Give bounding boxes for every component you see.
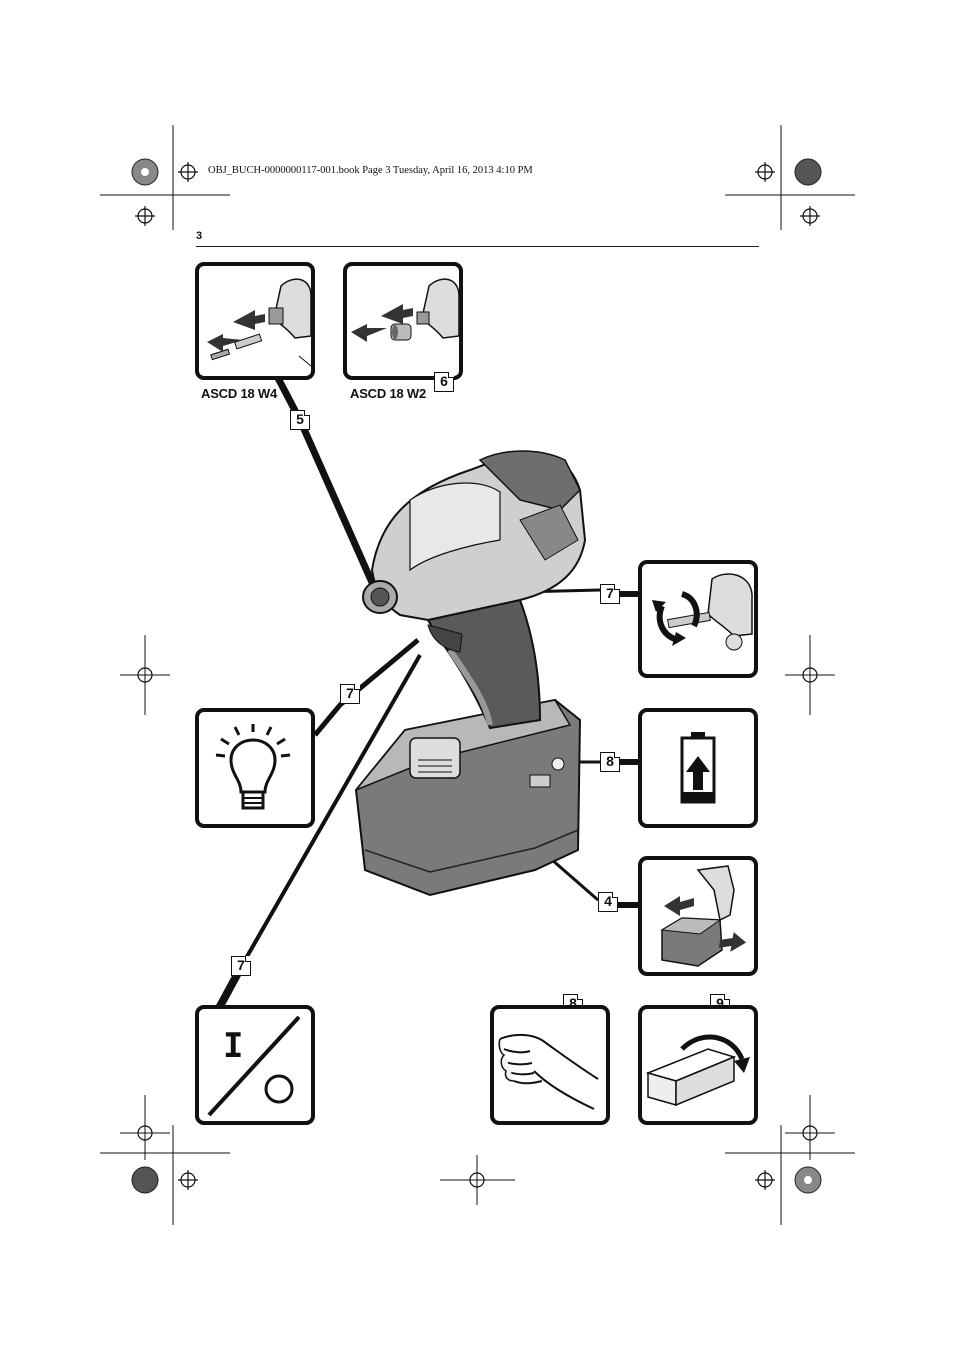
- page-number: 3: [196, 230, 203, 242]
- header-rule: [196, 246, 759, 247]
- callout-7-lamp: 7: [340, 684, 360, 704]
- model-label-w2: ASCD 18 W2: [350, 386, 427, 401]
- box-open-icon: [645, 1034, 750, 1107]
- bit-holder-panel: [195, 262, 315, 380]
- switch-panel: I O: [195, 1005, 315, 1125]
- battery-removal-illustration: [660, 865, 747, 967]
- rotation-panel: [638, 560, 758, 678]
- lightbulb-icon: [215, 724, 291, 810]
- model-label-w4: ASCD 18 W4: [201, 386, 278, 401]
- packaging-panel: [638, 1005, 758, 1125]
- socket-holder-panel: [343, 262, 463, 380]
- socket-holder-illustration: [351, 278, 459, 342]
- bit-holder-illustration: [207, 278, 311, 367]
- callout-5: 5: [290, 410, 310, 430]
- hand-panel: [490, 1005, 610, 1125]
- battery-indicator-panel: [638, 708, 758, 828]
- callout-4: 4: [598, 892, 618, 912]
- battery-charge-icon: [680, 732, 716, 804]
- rotation-illustration: [652, 573, 753, 651]
- callout-7-switch: 7: [231, 956, 251, 976]
- on-symbol: I: [223, 1026, 244, 1066]
- hand-icon: [498, 1033, 599, 1110]
- callout-8-battery: 8: [600, 752, 620, 772]
- callout-7-rotation: 7: [600, 584, 620, 604]
- print-header: OBJ_BUCH-0000000117-001.book Page 3 Tues…: [208, 165, 533, 176]
- callout-6: 6: [434, 372, 454, 392]
- lamp-panel: [195, 708, 315, 828]
- battery-removal-panel: [638, 856, 758, 976]
- on-off-illustration: [207, 1015, 301, 1117]
